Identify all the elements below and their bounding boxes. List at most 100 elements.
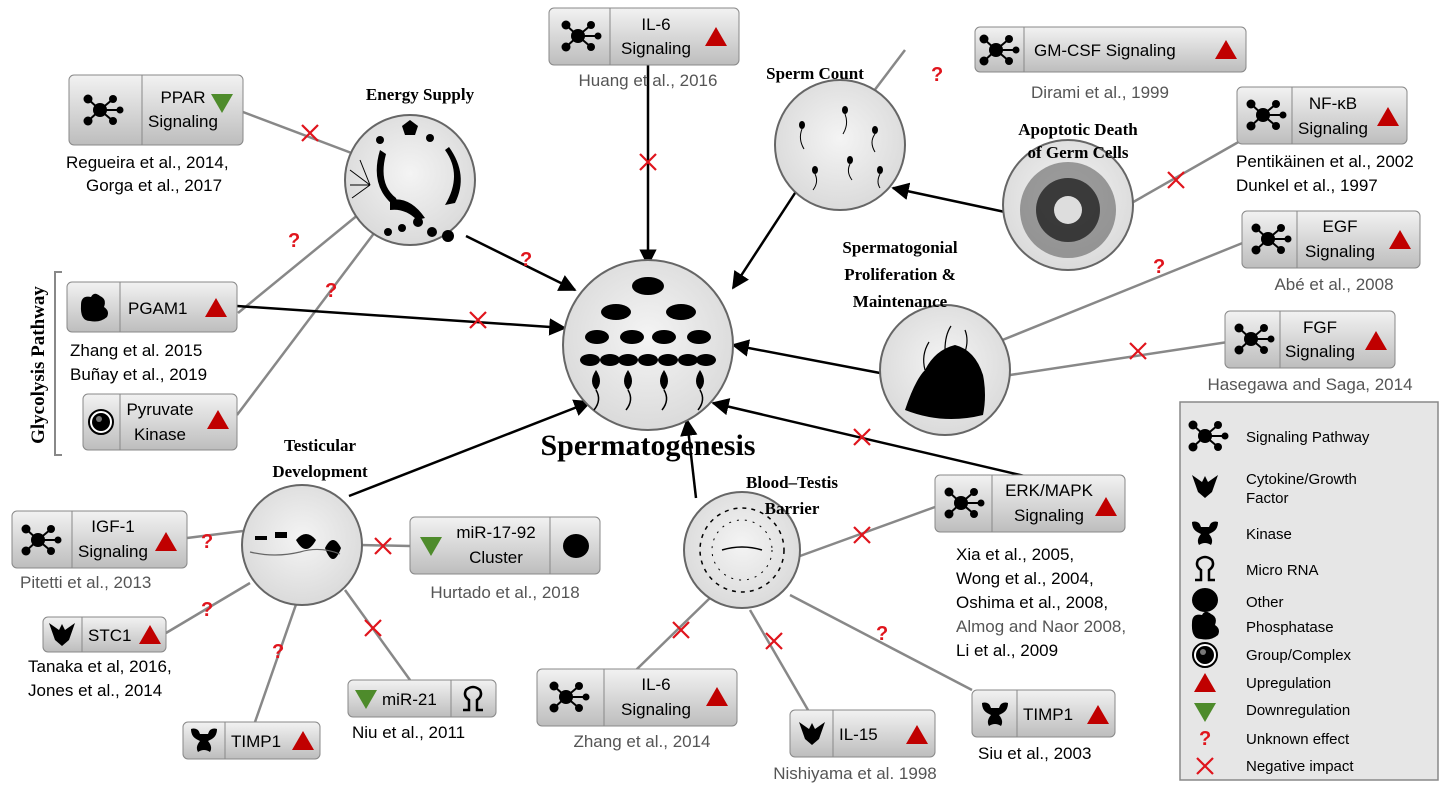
box-label: Signaling	[1014, 506, 1084, 525]
edge-pyruvate-energy	[236, 227, 379, 416]
spermatogonial-title-3: Maintenance	[853, 292, 948, 311]
blood-testis-barrier-circle	[683, 491, 801, 609]
box-label: Signaling	[1298, 119, 1368, 138]
apoptotic-circle	[1002, 139, 1134, 271]
question-icon: ?	[876, 623, 888, 645]
question-icon: ?	[201, 599, 213, 621]
fgf-signaling-box: FGF Signaling	[1224, 310, 1396, 369]
edge-erk-btb	[799, 505, 936, 558]
arrow-spermatogonial	[731, 339, 881, 375]
apoptotic-title-1: Apoptotic Death	[1018, 120, 1138, 139]
box-label: miR-21	[382, 690, 437, 709]
arrow-btb	[680, 418, 698, 499]
mir1792-cluster-box: miR-17-92 Cluster	[409, 516, 601, 575]
glycolysis-label: Glycolysis Pathway	[28, 286, 49, 444]
box-label: Signaling	[78, 542, 148, 561]
spermatogonial-title-1: Spermatogonial	[842, 238, 958, 257]
question-icon: ?	[1199, 728, 1211, 750]
effect-markers: ? ? ? ? ? ? ? ? ?	[201, 64, 1186, 663]
regulator-edges	[165, 49, 1246, 723]
box-label: FGF	[1303, 318, 1337, 337]
pyruvate-kinase-box: Pyruvate Kinase	[82, 393, 238, 451]
stc1-box: STC1	[42, 616, 167, 653]
legend-label: Unknown effect	[1246, 731, 1350, 748]
edge-fgf	[1009, 340, 1229, 377]
box-label: Kinase	[134, 425, 186, 444]
question-icon: ?	[288, 230, 300, 252]
ref-nfkb-1: Pentikäinen et al., 2002	[1236, 152, 1414, 171]
ref-erk-3: Oshima et al., 2008,	[956, 593, 1108, 612]
other-icon	[1192, 588, 1218, 612]
ref-erk-2: Wong et al., 2004,	[956, 569, 1094, 588]
energy-supply-circle	[344, 114, 476, 246]
energy-supply-title: Energy Supply	[366, 85, 475, 104]
spermatogenesis-circle	[562, 259, 734, 431]
question-icon: ?	[272, 641, 284, 663]
legend-label: Upregulation	[1246, 675, 1331, 692]
egf-signaling-box: EGF Signaling	[1241, 210, 1421, 269]
box-label: Cluster	[469, 548, 523, 567]
group-complex-icon	[88, 409, 114, 435]
ref-egf: Abé et al., 2008	[1274, 275, 1393, 294]
box-label: IL-6	[641, 15, 670, 34]
box-label: Signaling	[621, 700, 691, 719]
cross-icon	[468, 310, 488, 330]
apoptotic-title-2: of Germ Cells	[1027, 143, 1128, 162]
ref-ppar-1: Regueira et al., 2014,	[66, 153, 229, 172]
ref-il6-top: Huang et al., 2016	[579, 71, 718, 90]
other-icon	[563, 534, 589, 558]
spermatogonial-circle	[879, 304, 1011, 436]
il6-signaling-top-box: IL-6 Signaling	[548, 7, 740, 66]
ref-erk-1: Xia et al., 2005,	[956, 545, 1074, 564]
group-complex-icon	[1192, 642, 1218, 668]
arrow-energy	[465, 234, 577, 292]
legend-label: Kinase	[1246, 526, 1292, 543]
ref-fgf: Hasegawa and Saga, 2014	[1207, 375, 1412, 394]
arrow-pgam1	[236, 304, 567, 336]
question-icon: ?	[325, 280, 337, 302]
legend-label: Downregulation	[1246, 702, 1350, 719]
edge-nfkb	[1127, 138, 1243, 207]
arrow-erk	[711, 398, 1034, 480]
box-label: ERK/MAPK	[1005, 481, 1094, 500]
ref-nfkb-2: Dunkel et al., 1997	[1236, 176, 1378, 195]
edge-timp1-right	[789, 593, 973, 692]
edge-il15	[748, 609, 810, 711]
btb-title-2: Barrier	[765, 499, 820, 518]
box-label: Signaling	[621, 39, 691, 58]
question-icon: ?	[1153, 256, 1165, 278]
box-label: Pyruvate	[126, 400, 193, 419]
effect-arrows	[236, 65, 1034, 499]
arrow-sperm-count	[731, 189, 799, 290]
ref-il15: Nishiyama et al. 1998	[773, 764, 936, 783]
center-title: Spermatogenesis	[541, 429, 756, 462]
legend-label: Factor	[1246, 490, 1289, 507]
box-label: PGAM1	[128, 299, 188, 318]
timp1-right-box: TIMP1	[971, 689, 1116, 738]
box-label: NF-κB	[1309, 94, 1357, 113]
edge-timp1-left	[253, 592, 302, 723]
igf1-signaling-box: IGF-1 Signaling	[11, 510, 188, 569]
box-label: IGF-1	[91, 517, 134, 536]
box-label: Signaling	[1305, 242, 1375, 261]
il15-box: IL-15	[789, 709, 936, 758]
edge-stc1	[165, 581, 251, 635]
box-label: Signaling	[1285, 342, 1355, 361]
arrow-testicular	[348, 399, 592, 498]
box-label: IL-15	[839, 725, 878, 744]
ref-pgam1-1: Zhang et al. 2015	[70, 341, 202, 360]
il6-signaling-bottom-box: IL-6 Signaling	[536, 668, 738, 727]
arrow-apoptotic	[891, 182, 1006, 214]
ref-il6-bottom: Zhang et al., 2014	[573, 732, 710, 751]
testicular-title-1: Testicular	[284, 436, 357, 455]
edge-pgam1-energy	[237, 204, 371, 314]
question-icon: ?	[931, 64, 943, 86]
sperm-count-circle	[774, 79, 906, 211]
glycolysis-bracket: Glycolysis Pathway	[28, 271, 62, 456]
box-label: EGF	[1323, 217, 1358, 236]
ref-erk-5: Li et al., 2009	[956, 641, 1058, 660]
box-label: GM-CSF Signaling	[1034, 41, 1176, 60]
box-label: STC1	[88, 626, 131, 645]
pgam1-box: PGAM1	[66, 281, 238, 333]
